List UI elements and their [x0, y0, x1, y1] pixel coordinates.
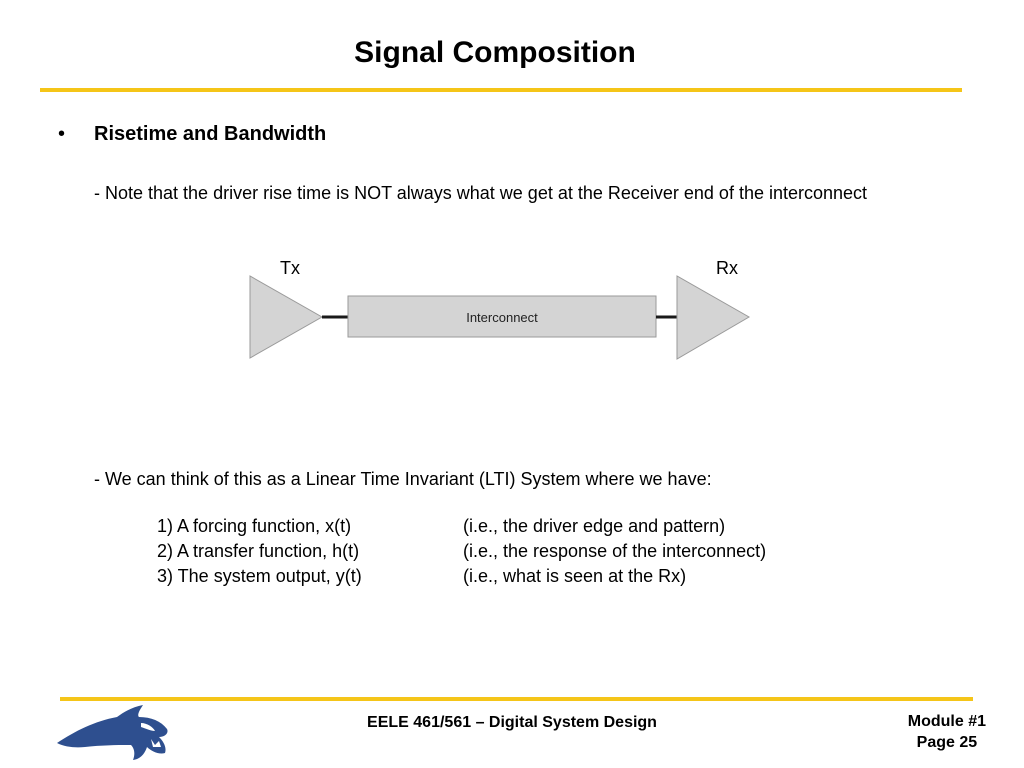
- rx-receiver-triangle: [676, 275, 751, 360]
- bullet-heading: Risetime and Bandwidth: [94, 123, 327, 145]
- list-item: 3) The system output, y(t) (i.e., what i…: [157, 566, 686, 587]
- tx-driver-triangle: [249, 275, 324, 359]
- footer-page-number: Page 25: [916, 734, 978, 751]
- bobcat-logo-icon: [57, 705, 168, 760]
- list-item-desc: (i.e., what is seen at the Rx): [463, 566, 687, 586]
- bullet-marker: •: [58, 123, 66, 145]
- tx-rx-diagram: Tx Rx Interconnect: [249, 258, 751, 360]
- list-item-term: 1) A forcing function, x(t): [157, 516, 352, 536]
- interconnect-label: Interconnect: [466, 310, 538, 325]
- list-item-desc: (i.e., the response of the interconnect): [463, 541, 767, 561]
- footer-module-number: Module #1: [907, 713, 986, 730]
- rx-label: Rx: [716, 258, 738, 278]
- list-item: 2) A transfer function, h(t) (i.e., the …: [157, 541, 766, 562]
- list-item-desc: (i.e., the driver edge and pattern): [463, 516, 726, 536]
- list-item-term: 2) A transfer function, h(t): [157, 541, 360, 561]
- lti-intro-text: - We can think of this as a Linear Time …: [94, 469, 712, 489]
- bottom-divider: [60, 697, 973, 701]
- footer-course-title: EELE 461/561 – Digital System Design: [367, 714, 657, 731]
- note-text: - Note that the driver rise time is NOT …: [94, 183, 868, 203]
- list-item-term: 3) The system output, y(t): [157, 566, 362, 586]
- top-divider: [40, 88, 962, 92]
- list-item: 1) A forcing function, x(t) (i.e., the d…: [157, 516, 725, 537]
- footer-page-info: Module #1 Page 25: [908, 711, 986, 753]
- slide-title: Signal Composition: [354, 36, 636, 69]
- tx-label: Tx: [280, 258, 300, 278]
